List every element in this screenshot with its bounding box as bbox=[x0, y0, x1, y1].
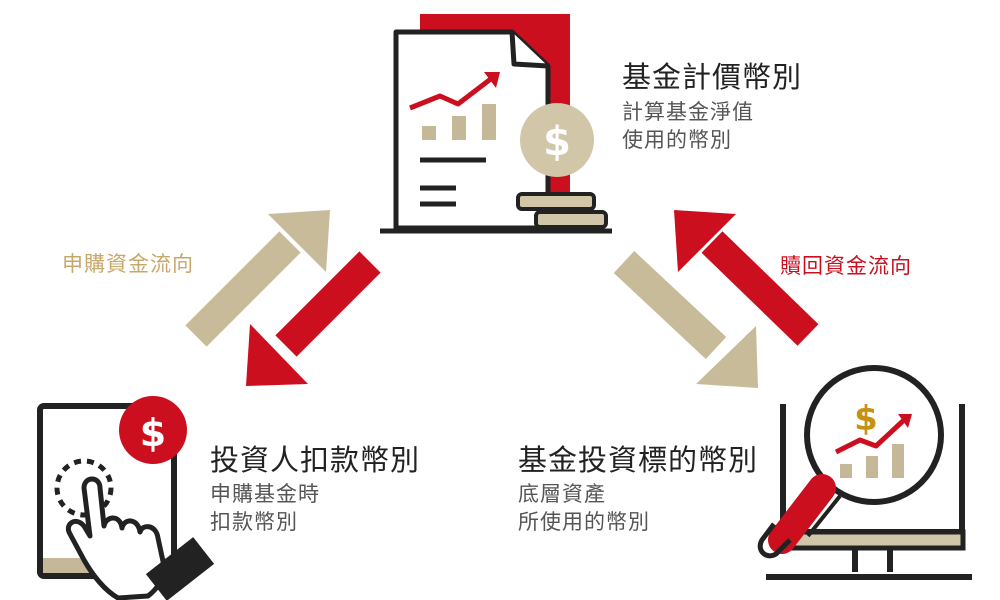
target-currency-desc-2: 所使用的幣別 bbox=[518, 510, 650, 534]
tap-circle-icon bbox=[54, 458, 114, 518]
svg-text:$: $ bbox=[543, 119, 571, 165]
tablet-tap-hand-icon: $ bbox=[37, 396, 215, 600]
redemption-flow-label: 贖回資金流向 bbox=[780, 254, 912, 278]
coin-icon bbox=[520, 103, 594, 177]
bar-icon bbox=[422, 126, 436, 140]
redemption-up-arrow bbox=[674, 210, 819, 346]
trend-line-icon bbox=[834, 418, 906, 455]
svg-text:$: $ bbox=[854, 399, 878, 439]
magnifier-monitor-chart-icon: $ bbox=[757, 365, 972, 580]
trend-line-icon bbox=[409, 76, 494, 111]
pricing-currency-desc-1: 計算基金淨值 bbox=[622, 100, 754, 124]
pricing-currency-desc-2: 使用的幣別 bbox=[622, 128, 732, 152]
investor-currency-desc-1: 申購基金時 bbox=[210, 482, 320, 506]
target-currency-desc-1: 底層資產 bbox=[518, 482, 606, 506]
coin-stack-icon bbox=[516, 192, 596, 211]
subscription-flow-label: 申購資金流向 bbox=[62, 252, 194, 276]
fund-document-coin-icon: $ bbox=[380, 14, 612, 234]
subscription-down-arrow bbox=[246, 251, 381, 386]
dollar-badge-icon bbox=[119, 396, 187, 464]
investor-currency-desc-2: 扣款幣別 bbox=[210, 510, 298, 534]
redemption-down-arrow bbox=[613, 251, 758, 388]
pricing-currency-title: 基金計價幣別 bbox=[622, 60, 803, 94]
subscription-up-arrow bbox=[185, 210, 330, 347]
hand-icon bbox=[66, 476, 167, 600]
investor-currency-title: 投資人扣款幣別 bbox=[210, 443, 421, 477]
svg-text:$: $ bbox=[140, 411, 166, 455]
target-currency-title: 基金投資標的幣別 bbox=[518, 443, 759, 477]
